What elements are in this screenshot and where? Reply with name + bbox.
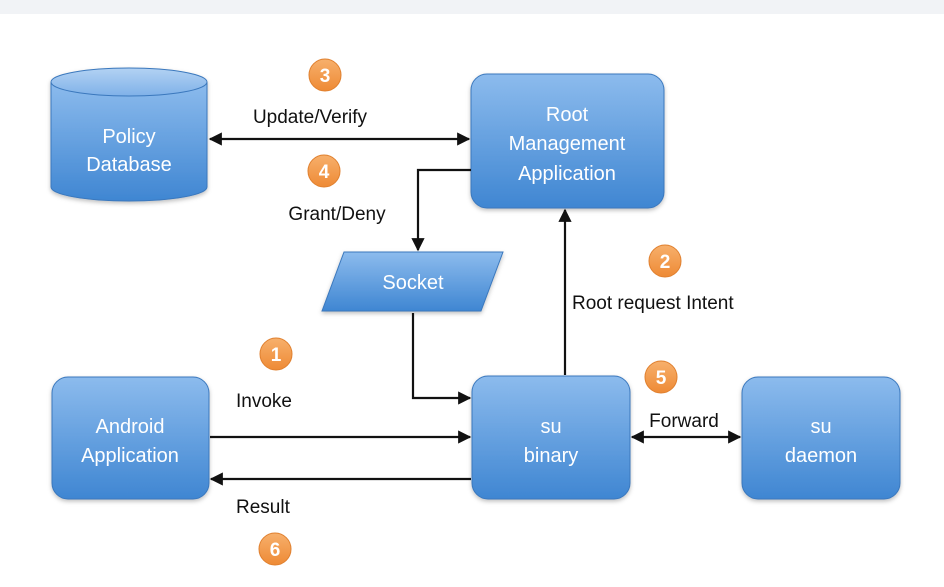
socket-label: Socket (382, 272, 444, 294)
root-app-label-line3: Application (518, 163, 616, 185)
step-badge-5-number: 5 (656, 368, 667, 389)
step-badge-2-number: 2 (660, 252, 671, 273)
step-badge-1: 1 (259, 337, 293, 371)
android-application-node (51, 376, 210, 500)
root-request-label: Root request Intent (572, 293, 734, 314)
su-daemon-label-line1: su (810, 416, 831, 438)
socket-node (321, 251, 504, 312)
step-badge-6-number: 6 (270, 540, 281, 561)
android-app-label-line2: Application (81, 445, 179, 467)
su-binary-node (471, 375, 631, 500)
socket-to-su-arrow (411, 313, 472, 405)
step-badge-4: 4 (307, 154, 341, 188)
android-app-label-line1: Android (96, 416, 165, 438)
step-badge-6: 6 (258, 532, 292, 566)
root-management-app-node (470, 73, 665, 209)
invoke-label: Invoke (236, 391, 292, 412)
forward-label: Forward (649, 411, 719, 432)
grant-deny-label: Grant/Deny (288, 204, 386, 225)
root-app-label-line2: Management (509, 133, 626, 155)
grant-deny-arrow (411, 168, 471, 252)
step-badge-3: 3 (308, 58, 342, 92)
su-binary-label-line1: su (540, 416, 561, 438)
policy-database-label-line1: Policy (102, 126, 155, 148)
policy-database-label-line2: Database (86, 154, 172, 176)
su-daemon-label-line2: daemon (785, 445, 857, 467)
su-binary-label-line2: binary (524, 445, 578, 467)
update-verify-label: Update/Verify (253, 107, 368, 128)
result-label: Result (236, 497, 291, 518)
step-badge-1-number: 1 (271, 345, 282, 366)
root-app-label-line1: Root (546, 104, 589, 126)
policy-database-node (50, 67, 208, 202)
step-badge-4-number: 4 (319, 162, 330, 183)
step-badge-2: 2 (648, 244, 682, 278)
su-daemon-node (741, 376, 901, 500)
step-badge-3-number: 3 (320, 66, 331, 87)
step-badge-5: 5 (644, 360, 678, 394)
